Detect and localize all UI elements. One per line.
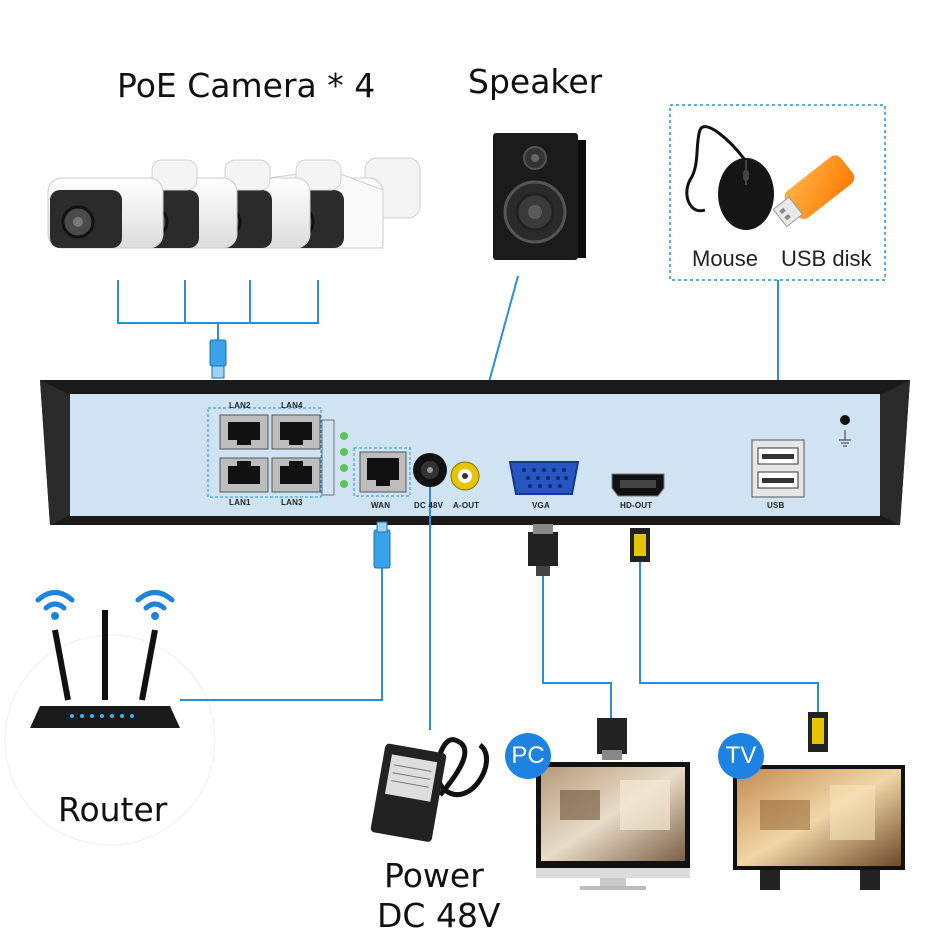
wan-cable xyxy=(180,568,383,701)
camera-cable-bus xyxy=(117,280,319,340)
hdmi-connector-tv-icon xyxy=(808,712,828,752)
wan-rj45-plug-icon xyxy=(373,521,391,569)
router-icon xyxy=(4,590,216,846)
vga-connector-icon xyxy=(528,524,558,576)
lan1-label: LAN1 xyxy=(229,498,251,507)
rj45-plug-icon xyxy=(209,339,227,379)
cameras-label: PoE Camera * 4 xyxy=(117,66,376,105)
usb-ports xyxy=(751,439,805,498)
hdmi-port xyxy=(611,473,665,497)
lan2-label: LAN2 xyxy=(229,401,251,410)
pc-monitor-icon xyxy=(536,762,690,890)
hdout-label: HD-OUT xyxy=(620,501,653,510)
mouse-label: Mouse xyxy=(692,246,759,271)
dc-label: DC 48V xyxy=(414,501,444,510)
audio-out-port xyxy=(450,461,480,491)
speaker-icon xyxy=(493,133,586,260)
dc-jack xyxy=(413,453,447,487)
usb-disk-label: USB disk xyxy=(781,246,872,271)
speaker-label: Speaker xyxy=(468,62,603,101)
power-adapter-icon xyxy=(370,737,489,842)
vga-connector-pc-icon xyxy=(597,718,627,760)
usb-label: USB xyxy=(767,501,785,510)
hdmi-cable-path xyxy=(639,560,819,712)
hdmi-connector-icon xyxy=(630,528,650,562)
usb-disk-icon xyxy=(772,155,855,228)
power-label: Power xyxy=(384,856,484,895)
aout-label: A-OUT xyxy=(453,501,480,510)
mouse-icon xyxy=(685,125,774,230)
peripheral-box xyxy=(669,104,886,281)
vga-cable-path xyxy=(542,575,612,720)
lan3-label: LAN3 xyxy=(281,498,303,507)
lan-ports xyxy=(207,407,348,498)
vga-port xyxy=(508,461,580,495)
pc-badge: PC xyxy=(505,733,551,779)
vga-label: VGA xyxy=(532,501,550,510)
power-voltage-label: DC 48V xyxy=(377,896,501,935)
ground-icon xyxy=(839,415,851,447)
wan-label: WAN xyxy=(371,501,391,510)
wan-port xyxy=(353,447,411,497)
lan4-label: LAN4 xyxy=(281,401,303,410)
camera-group xyxy=(47,157,421,249)
router-label: Router xyxy=(58,790,168,829)
tv-icon xyxy=(733,765,905,890)
camera-1 xyxy=(47,159,198,249)
tv-badge: TV xyxy=(718,733,764,779)
